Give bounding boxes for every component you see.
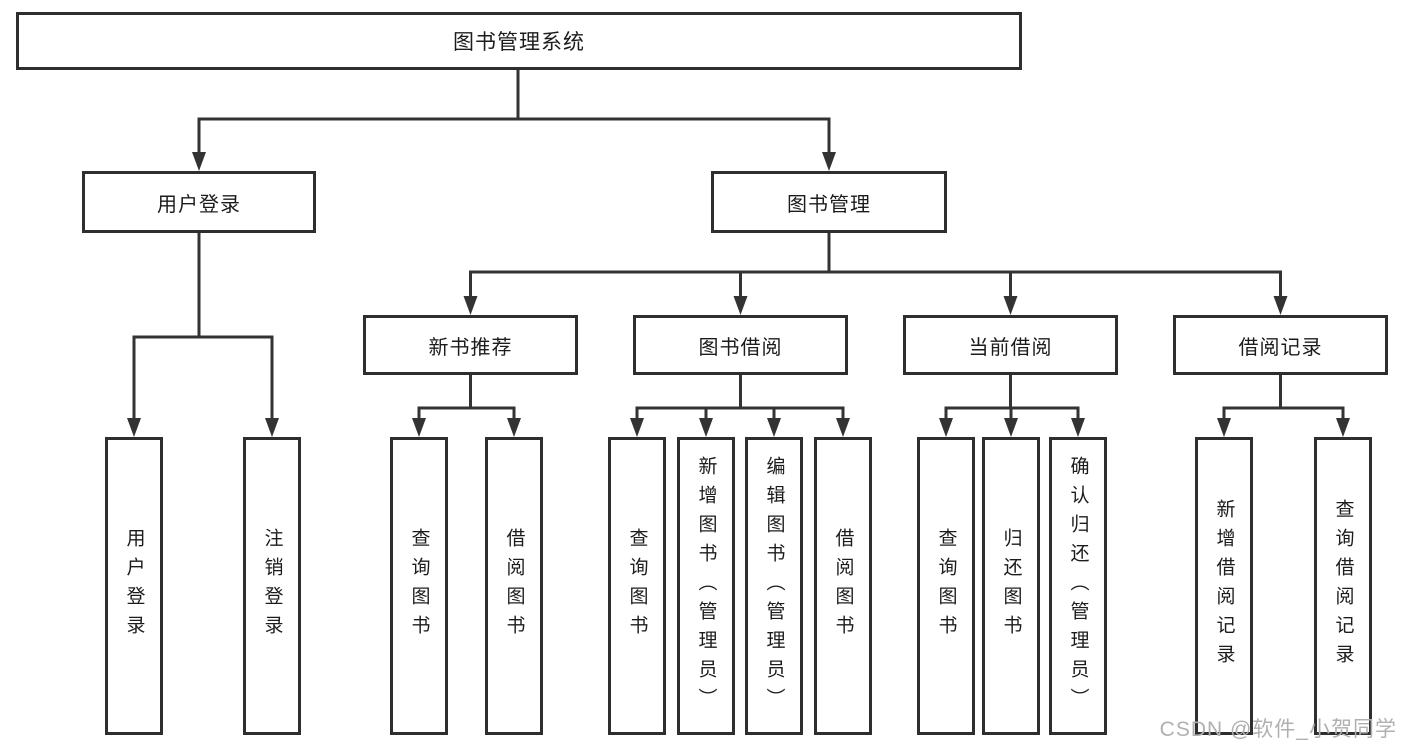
node-label: 借阅记录 <box>1238 336 1323 359</box>
node-book-management: 图书管理 <box>711 171 947 233</box>
node-label: 图书管理系统 <box>453 31 585 54</box>
node-new-book-recommendation: 新书推荐 <box>363 315 578 375</box>
leaf-query-borrow-record: 查询借阅记录 <box>1314 437 1372 735</box>
node-library-management-system: 图书管理系统 <box>16 12 1022 70</box>
node-label: 借阅图书 <box>832 528 854 644</box>
arrow-down-icon <box>463 296 478 315</box>
leaf-edit-books-admin: 编辑图书（管理员） <box>745 437 803 735</box>
leaf-query-books: 查询图书 <box>390 437 448 735</box>
node-label: 图书管理 <box>787 193 871 216</box>
leaf-return-books: 归还图书 <box>982 437 1040 735</box>
arrow-down-icon <box>733 296 748 315</box>
connector-line <box>469 233 1282 298</box>
connector-line <box>635 375 845 420</box>
node-label: 用户登录 <box>123 528 145 644</box>
arrow-down-icon <box>822 152 836 171</box>
connector-line <box>132 233 274 420</box>
node-borrowing-records: 借阅记录 <box>1173 315 1388 375</box>
arrow-down-icon <box>1217 418 1231 437</box>
leaf-query-books: 查询图书 <box>917 437 975 735</box>
node-label: 归还图书 <box>1000 528 1022 644</box>
node-current-borrowing: 当前借阅 <box>903 315 1118 375</box>
node-label: 查询图书 <box>935 528 957 644</box>
arrow-down-icon <box>1071 418 1085 437</box>
arrowheads-group <box>127 152 1350 437</box>
connector-line <box>197 70 831 154</box>
leaf-add-books-admin: 新增图书（管理员） <box>677 437 735 735</box>
arrow-down-icon <box>1003 296 1018 315</box>
arrow-down-icon <box>1273 296 1288 315</box>
connector-line <box>1222 375 1345 420</box>
connector-line <box>417 375 516 420</box>
node-label: 当前借阅 <box>968 336 1053 359</box>
node-label: 图书借阅 <box>698 336 783 359</box>
node-label: 用户登录 <box>157 193 241 216</box>
arrow-down-icon <box>836 418 850 437</box>
node-label: 确认归还（管理员） <box>1067 455 1089 717</box>
arrow-down-icon <box>1004 418 1018 437</box>
arrow-down-icon <box>507 418 521 437</box>
leaf-query-books: 查询图书 <box>608 437 666 735</box>
leaf-add-borrow-record: 新增借阅记录 <box>1195 437 1253 735</box>
node-label: 查询图书 <box>408 528 430 644</box>
csdn-watermark: CSDN @软件_小贺同学 <box>1159 718 1397 741</box>
connector-line <box>944 375 1080 420</box>
node-label: 新增图书（管理员） <box>695 455 717 717</box>
leaf-user-login: 用户登录 <box>105 437 163 735</box>
arrow-down-icon <box>699 418 713 437</box>
arrow-down-icon <box>127 418 141 437</box>
node-label: 编辑图书（管理员） <box>763 455 785 717</box>
node-user-login: 用户登录 <box>82 171 316 233</box>
arrow-down-icon <box>767 418 781 437</box>
arrow-down-icon <box>939 418 953 437</box>
node-book-borrowing: 图书借阅 <box>633 315 848 375</box>
arrow-down-icon <box>1336 418 1350 437</box>
node-label: 查询图书 <box>626 528 648 644</box>
arrow-down-icon <box>265 418 279 437</box>
leaf-borrow-books: 借阅图书 <box>814 437 872 735</box>
leaf-logout: 注销登录 <box>243 437 301 735</box>
arrow-down-icon <box>412 418 426 437</box>
node-label: 借阅图书 <box>503 528 525 644</box>
leaf-borrow-books: 借阅图书 <box>485 437 543 735</box>
node-label: 注销登录 <box>261 528 283 644</box>
leaf-confirm-return-admin: 确认归还（管理员） <box>1049 437 1107 735</box>
arrow-down-icon <box>192 152 206 171</box>
connector-group <box>132 70 1345 420</box>
node-label: 新增借阅记录 <box>1213 499 1235 673</box>
node-label: 新书推荐 <box>428 336 513 359</box>
arrow-down-icon <box>630 418 644 437</box>
node-label: 查询借阅记录 <box>1332 499 1354 673</box>
